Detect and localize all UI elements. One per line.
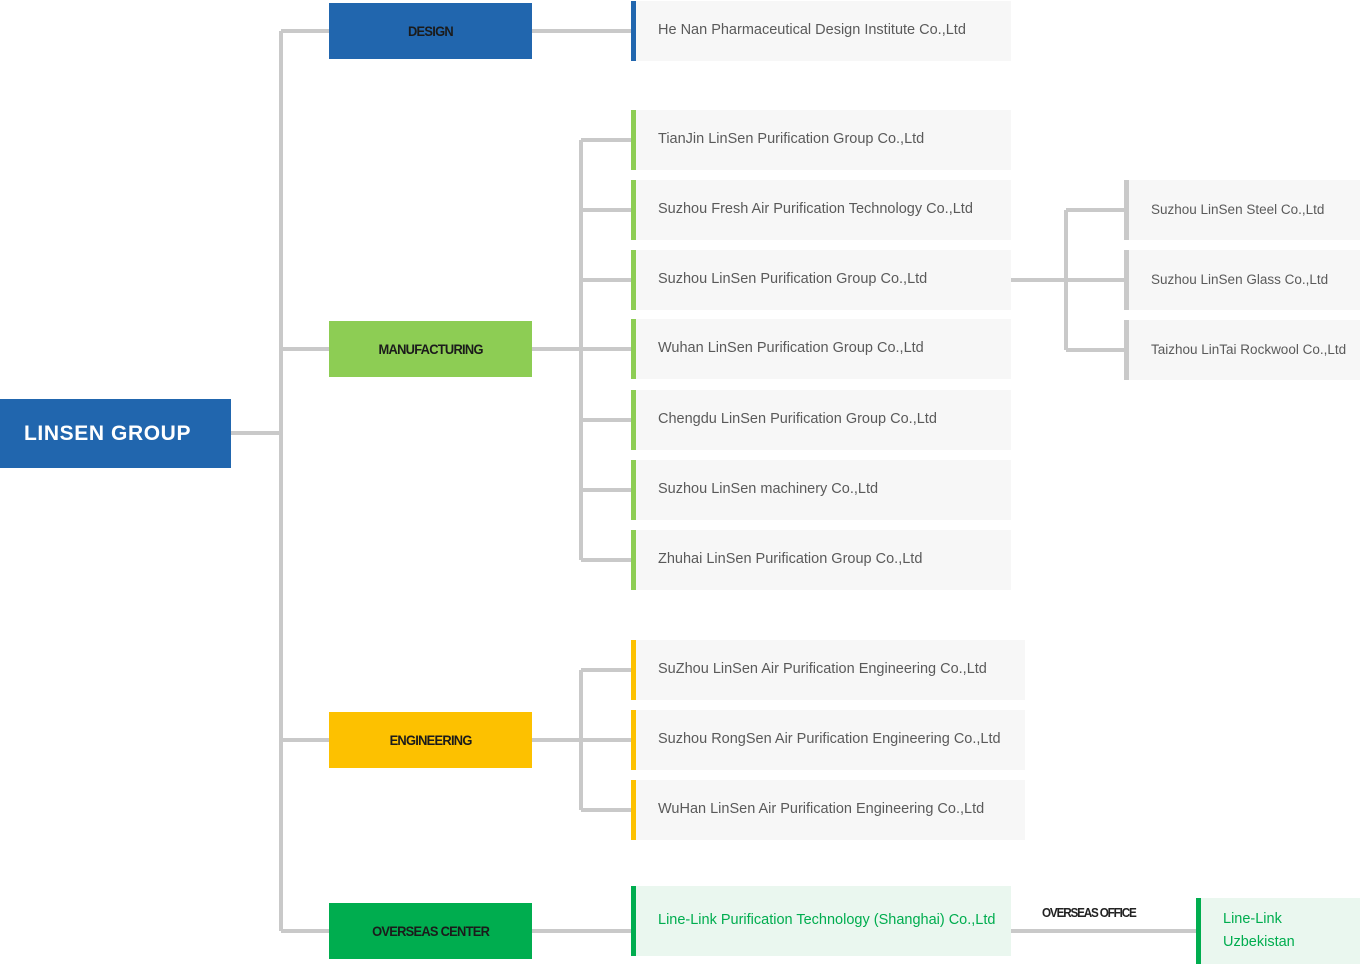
division-label-design: DESIGN <box>408 23 454 39</box>
node-company-manufacturing-5[interactable]: Suzhou LinSen machinery Co.,Ltd <box>631 460 1011 520</box>
node-company-manufacturing-3[interactable]: Wuhan LinSen Purification Group Co.,Ltd <box>631 319 1011 379</box>
node-company-engineering-1[interactable]: Suzhou RongSen Air Purification Engineer… <box>631 710 1025 770</box>
company-label: Line-Link Purification Technology (Shang… <box>658 912 996 929</box>
node-company-manufacturing-6[interactable]: Zhuhai LinSen Purification Group Co.,Ltd <box>631 530 1011 590</box>
company-label: Suzhou LinSen Glass Co.,Ltd <box>1151 272 1329 288</box>
node-subsidiary-steel[interactable]: Suzhou LinSen Steel Co.,Ltd <box>1124 180 1360 240</box>
node-company-manufacturing-1[interactable]: Suzhou Fresh Air Purification Technology… <box>631 180 1011 240</box>
node-division-design[interactable]: DESIGN <box>329 3 532 59</box>
company-label: Suzhou LinSen Purification Group Co.,Ltd <box>658 271 928 288</box>
company-label: Suzhou Fresh Air Purification Technology… <box>658 201 973 218</box>
node-company-engineering-2[interactable]: WuHan LinSen Air Purification Engineerin… <box>631 780 1025 840</box>
root-label: LINSEN GROUP <box>24 421 192 445</box>
company-label: Line-Link Uzbekistan <box>1223 910 1295 950</box>
division-label-overseas: OVERSEAS CENTER <box>371 923 490 939</box>
company-label: Suzhou LinSen Steel Co.,Ltd <box>1151 202 1325 218</box>
company-label: WuHan LinSen Air Purification Engineerin… <box>658 801 985 818</box>
node-company-overseas-0[interactable]: Line-Link Purification Technology (Shang… <box>631 886 1011 956</box>
node-division-overseas[interactable]: OVERSEAS CENTER <box>329 903 532 959</box>
division-label-engineering: ENGINEERING <box>389 732 472 748</box>
division-label-manufacturing: MANUFACTURING <box>378 341 483 357</box>
company-label: Wuhan LinSen Purification Group Co.,Ltd <box>658 340 924 357</box>
node-company-manufacturing-2[interactable]: Suzhou LinSen Purification Group Co.,Ltd <box>631 250 1011 310</box>
company-label: He Nan Pharmaceutical Design Institute C… <box>658 22 966 39</box>
company-label: Chengdu LinSen Purification Group Co.,Lt… <box>658 411 937 428</box>
node-company-design-0[interactable]: He Nan Pharmaceutical Design Institute C… <box>631 1 1011 61</box>
node-subsidiary-glass[interactable]: Suzhou LinSen Glass Co.,Ltd <box>1124 250 1360 310</box>
node-company-manufacturing-0[interactable]: TianJin LinSen Purification Group Co.,Lt… <box>631 110 1011 170</box>
node-company-manufacturing-4[interactable]: Chengdu LinSen Purification Group Co.,Lt… <box>631 390 1011 450</box>
edge-label-overseas-office: OVERSEAS OFFICE <box>1042 905 1137 920</box>
node-company-engineering-0[interactable]: SuZhou LinSen Air Purification Engineeri… <box>631 640 1025 700</box>
company-label: SuZhou LinSen Air Purification Engineeri… <box>658 661 987 678</box>
node-linsen-group[interactable]: LINSEN GROUP <box>0 399 231 468</box>
company-label: Suzhou RongSen Air Purification Engineer… <box>658 731 1001 748</box>
node-division-engineering[interactable]: ENGINEERING <box>329 712 532 768</box>
node-subsidiary-rockwool[interactable]: Taizhou LinTai Rockwool Co.,Ltd <box>1124 320 1360 380</box>
company-label: TianJin LinSen Purification Group Co.,Lt… <box>658 131 925 148</box>
company-label: Zhuhai LinSen Purification Group Co.,Ltd <box>658 551 923 568</box>
company-label: Taizhou LinTai Rockwool Co.,Ltd <box>1151 342 1347 358</box>
company-label: Suzhou LinSen machinery Co.,Ltd <box>658 481 879 498</box>
node-subsidiary-uzbekistan[interactable]: Line-Link Uzbekistan <box>1196 898 1360 964</box>
node-division-manufacturing[interactable]: MANUFACTURING <box>329 321 532 377</box>
